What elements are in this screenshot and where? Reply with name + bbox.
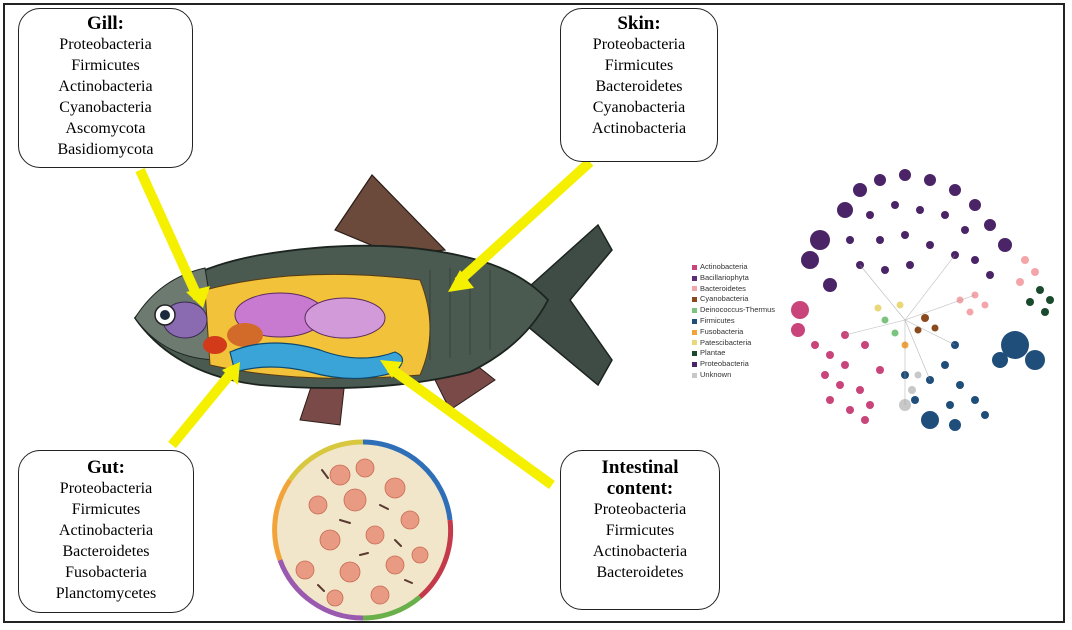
gut-item: Planctomycetes	[55, 585, 157, 602]
legend-label: Cyanobacteria	[700, 294, 749, 304]
gill-callout: Gill: Proteobacteria Firmicutes Actinoba…	[18, 8, 193, 168]
legend-item: Cyanobacteria	[692, 294, 775, 305]
gill-item: Proteobacteria	[59, 36, 152, 53]
legend-item: Deinococcus-Thermus	[692, 305, 775, 316]
gill-item: Ascomycota	[65, 120, 146, 137]
fish-tail	[519, 223, 613, 387]
gut-item: Fusobacteria	[65, 564, 147, 581]
legend-label: Deinococcus-Thermus	[700, 305, 776, 315]
legend-item: Plantae	[692, 348, 775, 359]
legend-swatch	[692, 329, 697, 335]
legend-label: Bacillariophyta	[700, 272, 749, 282]
intestinal-item: Actinobacteria	[592, 543, 688, 560]
legend-label: Proteobacteria	[700, 359, 749, 369]
legend-label: Bacteroidetes	[700, 283, 746, 293]
gut-item: Actinobacteria	[58, 522, 154, 539]
intestinal-content-callout: Intestinal content: Proteobacteria Firmi…	[560, 450, 720, 610]
figure-border	[3, 3, 1065, 623]
legend-swatch	[692, 308, 697, 314]
legend-swatch	[692, 286, 697, 292]
legend-swatch	[692, 297, 697, 303]
legend-swatch	[692, 275, 697, 281]
legend-item: Proteobacteria	[692, 359, 775, 370]
intestinal-title-line1: Intestinal	[601, 457, 679, 478]
liver	[304, 297, 386, 339]
intestine	[229, 342, 404, 380]
gut-item: Firmicutes	[71, 501, 141, 518]
legend-item: Bacillariophyta	[692, 273, 775, 284]
legend-label: Unknown	[700, 369, 732, 379]
legend-item: Firmicutes	[692, 316, 775, 327]
legend-item: Actinobacteria	[692, 262, 775, 273]
legend-swatch	[692, 340, 697, 346]
legend-swatch	[692, 362, 697, 368]
gut-item: Bacteroidetes	[62, 543, 150, 560]
legend-label: Patescibacteria	[700, 337, 752, 347]
intestinal-item: Proteobacteria	[593, 501, 687, 518]
skin-item: Bacteroidetes	[595, 78, 683, 95]
skin-item: Cyanobacteria	[592, 99, 686, 116]
intestinal-item: Bacteroidetes	[596, 564, 684, 581]
arrow-skin	[448, 158, 594, 292]
skin-item: Actinobacteria	[591, 120, 687, 137]
gut-title: Gut:	[87, 457, 125, 478]
fish-pupil	[160, 310, 170, 320]
gill-title: Gill:	[87, 13, 124, 34]
legend-swatch	[692, 318, 697, 324]
legend-label: Plantae	[700, 348, 726, 358]
scale-lines	[429, 266, 491, 360]
gut-callout: Gut: Proteobacteria Firmicutes Actinobac…	[18, 450, 194, 613]
legend-item: Bacteroidetes	[692, 284, 775, 295]
kidney	[227, 323, 263, 347]
skin-callout: Skin: Proteobacteria Firmicutes Bacteroi…	[560, 8, 718, 162]
legend-swatch	[692, 351, 697, 357]
legend-label: Firmicutes	[700, 315, 735, 325]
legend-label: Actinobacteria	[700, 262, 748, 271]
intestinal-title-line2: content:	[606, 478, 674, 499]
arrow-intestinal	[380, 360, 555, 490]
gill-item: Actinobacteria	[58, 78, 153, 95]
petri-dish-image	[272, 439, 454, 621]
legend-item: Fusobacteria	[692, 327, 775, 338]
legend-item: Patescibacteria	[692, 338, 775, 349]
gut-item: Proteobacteria	[59, 480, 153, 497]
arrow-gill	[135, 167, 210, 308]
legend-swatch	[692, 372, 697, 378]
arrow-gut	[168, 362, 240, 449]
legend-swatch	[692, 264, 697, 270]
gill-item: Basidiomycota	[57, 141, 154, 158]
legend-item: Unknown	[692, 370, 775, 381]
gill-item: Cyanobacteria	[59, 99, 152, 116]
skin-item: Firmicutes	[604, 57, 674, 74]
skin-title: Skin:	[617, 13, 661, 34]
heart	[203, 336, 227, 354]
network-graph	[791, 169, 1054, 431]
dorsal-fin	[334, 174, 447, 256]
skin-item: Proteobacteria	[592, 36, 686, 53]
intestinal-item: Firmicutes	[605, 522, 675, 539]
gill-item: Firmicutes	[71, 57, 140, 74]
legend-label: Fusobacteria	[700, 326, 744, 336]
